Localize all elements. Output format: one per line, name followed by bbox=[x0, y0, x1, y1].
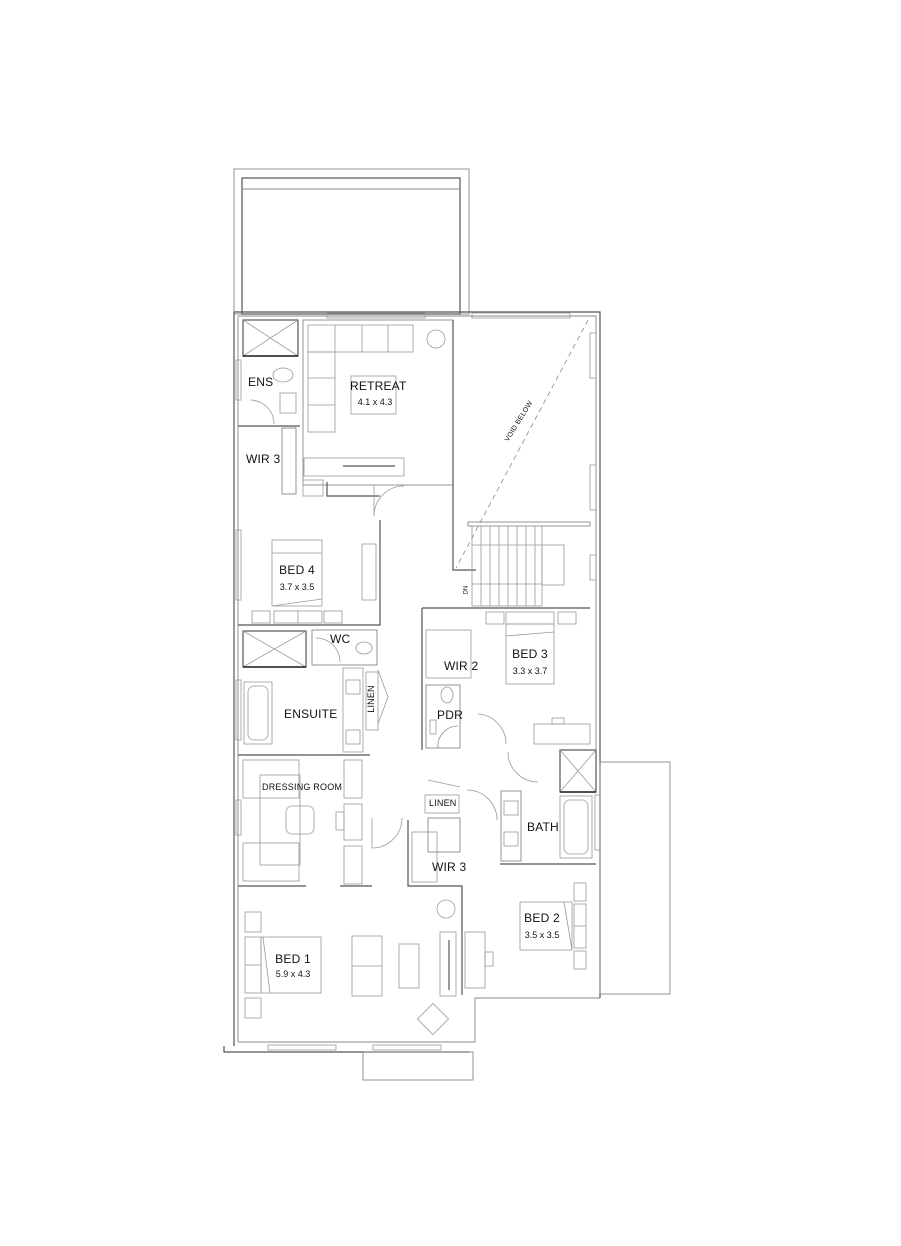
room-label-dressing: DRESSING ROOM bbox=[262, 782, 343, 792]
room-label-wir3-top: WIR 3 bbox=[246, 452, 281, 466]
bath-area bbox=[500, 749, 597, 865]
room-dims-retreat: 4.1 x 4.3 bbox=[357, 397, 393, 407]
room-dims-bed1: 5.9 x 4.3 bbox=[275, 969, 311, 979]
bed3-area bbox=[421, 607, 591, 783]
room-label-linen-ensuite: LINEN bbox=[365, 685, 376, 713]
void-stair-area bbox=[452, 319, 591, 607]
room-label-linen-hall: LINEN bbox=[429, 798, 457, 808]
room-dims-bed3: 3.3 x 3.7 bbox=[512, 666, 548, 676]
ensuite-area bbox=[242, 629, 389, 753]
bed1-area bbox=[244, 899, 457, 1036]
retreat-area bbox=[302, 319, 454, 517]
room-label-wc: WC bbox=[330, 632, 351, 646]
dressing-area bbox=[238, 754, 403, 885]
room-label-retreat: RETREAT bbox=[350, 379, 407, 393]
room-label-pdr: PDR bbox=[437, 708, 463, 722]
balcony-top bbox=[233, 168, 470, 315]
bed4-area bbox=[238, 520, 381, 626]
hall-area bbox=[238, 779, 498, 995]
room-label-ens: ENS bbox=[248, 375, 274, 389]
windows bbox=[235, 312, 601, 1051]
room-label-bath: BATH bbox=[527, 820, 559, 834]
room-label-wir3-bottom: WIR 3 bbox=[432, 860, 467, 874]
room-dims-bed4: 3.7 x 3.5 bbox=[279, 582, 315, 592]
stair-direction-label: DN bbox=[463, 585, 470, 595]
bed2-area bbox=[464, 882, 587, 989]
room-label-ensuite: ENSUITE bbox=[284, 707, 338, 721]
room-label-bed3: BED 3 bbox=[512, 647, 548, 661]
room-label-bed1: BED 1 bbox=[275, 952, 311, 966]
outer-walls bbox=[223, 311, 601, 1053]
terraces bbox=[362, 761, 671, 1081]
room-label-wir2: WIR 2 bbox=[444, 659, 479, 673]
room-label-bed4: BED 4 bbox=[279, 563, 315, 577]
room-label-bed2: BED 2 bbox=[524, 911, 560, 925]
room-dims-bed2: 3.5 x 3.5 bbox=[524, 930, 560, 940]
ens-area bbox=[238, 319, 300, 495]
